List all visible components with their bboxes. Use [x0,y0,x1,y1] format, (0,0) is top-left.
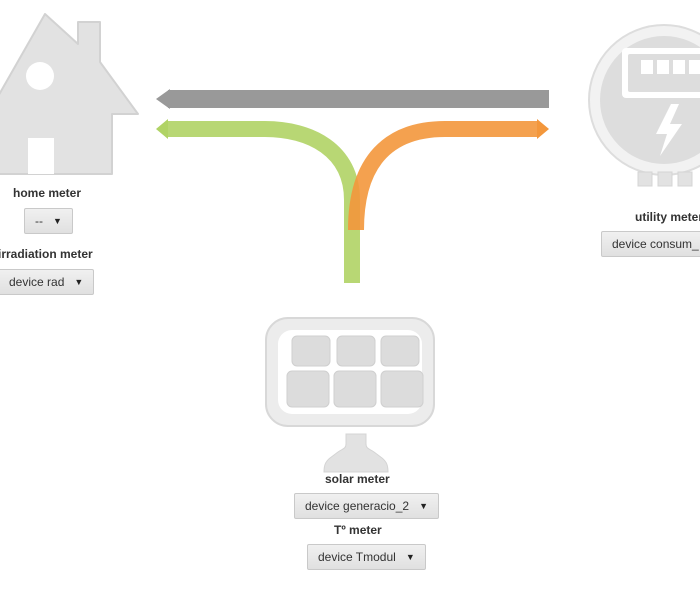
house-icon [0,13,139,175]
irradiation-meter-label: irradiation meter [0,247,93,261]
solar-to-home-flow [156,119,360,283]
temperature-meter-select-value: device Tmodul [318,550,396,564]
electric-meter-icon [588,24,700,187]
solar-to-grid-flow [348,119,549,231]
utility-meter-select-value: device consum_ [612,237,699,251]
home-meter-select[interactable]: -- ▼ [24,208,73,234]
home-meter-label: home meter [13,186,82,200]
home-meter-select-value: -- [35,214,43,228]
solar-panel-icon [265,317,435,473]
chevron-down-icon: ▼ [419,501,428,511]
irradiation-meter-select[interactable]: device rad ▼ [0,269,95,295]
temperature-meter-label: Tº meter [334,523,382,537]
solar-meter-select-value: device generacio_2 [305,499,410,513]
chevron-down-icon: ▼ [405,552,415,562]
utility-meter-select[interactable]: device consum_ ▼ [601,231,700,257]
chevron-down-icon: ▼ [53,216,62,226]
solar-meter-select[interactable]: device generacio_2 ▼ [294,493,439,519]
irradiation-meter-select-value: device rad [9,275,65,289]
chevron-down-icon: ▼ [74,277,84,287]
solar-meter-label: solar meter [325,472,390,486]
temperature-meter-select[interactable]: device Tmodul ▼ [307,544,426,570]
utility-meter-label: utility meter [635,210,700,224]
grid-to-home-flow [156,89,549,109]
